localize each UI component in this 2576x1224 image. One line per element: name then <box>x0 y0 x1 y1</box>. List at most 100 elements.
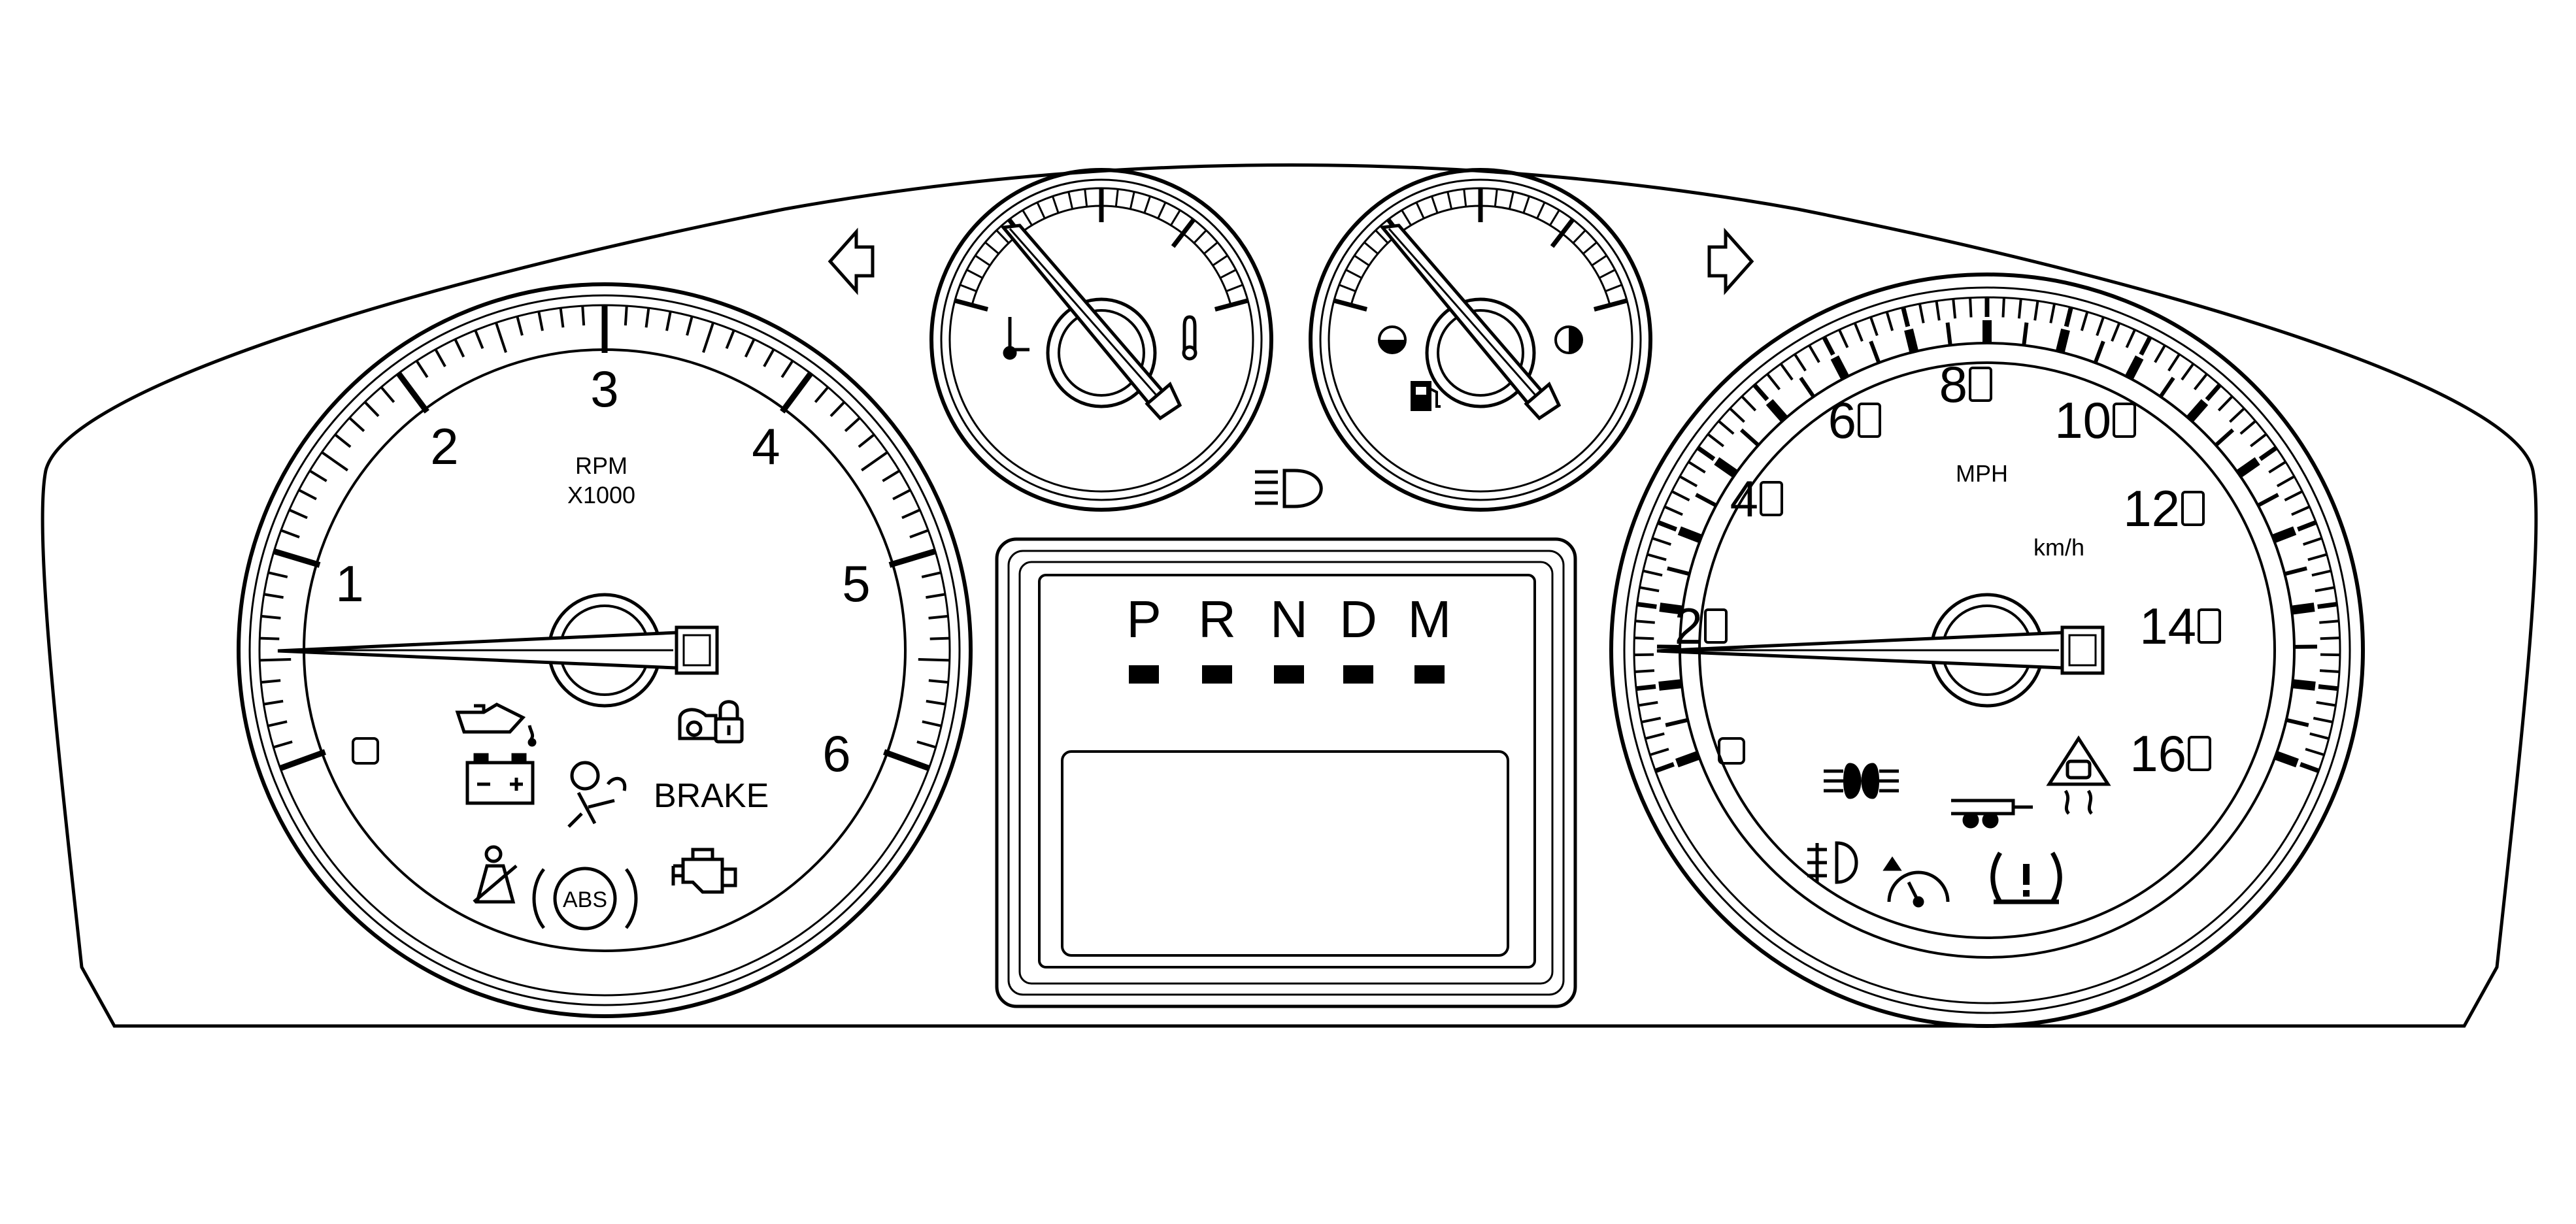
coolant-temp-gauge <box>929 168 1273 512</box>
speedo-kmh-tick <box>2318 684 2339 691</box>
temp-major-tick <box>1214 298 1249 312</box>
tach-minor-tick <box>261 614 281 620</box>
gear-r-bar <box>1202 665 1232 684</box>
tach-minor-tick <box>267 720 288 727</box>
temp-minor-tick <box>995 229 1010 244</box>
tach-minor-tick <box>725 329 735 350</box>
gear-p-bar <box>1129 665 1159 684</box>
speedo-kmh-tick <box>2315 586 2335 593</box>
fuel-minor-tick <box>1415 202 1425 219</box>
fog-lamp-icon <box>1824 763 1899 799</box>
speedo-kmh-tick <box>1794 354 1807 372</box>
speedo-kmh-tick <box>1696 446 1716 461</box>
speedo-kmh-tick <box>1741 395 1757 412</box>
speedo-kmh-tick <box>1901 306 1911 327</box>
fuel-minor-tick <box>1582 241 1597 255</box>
speedo-mph-tick <box>2214 428 2235 447</box>
temp-minor-tick <box>966 269 983 279</box>
speedo-ticks <box>1634 297 2340 773</box>
speedo-label-zero-digit <box>2188 736 2211 771</box>
tach-bezel-outer <box>237 282 973 1018</box>
fuel-gauge <box>1309 168 1652 512</box>
speedo-mph-tick <box>1665 718 1688 727</box>
fuel-minor-tick <box>1591 254 1607 267</box>
temp-hub-inner <box>1058 309 1145 397</box>
coolant-temp-hot-icon <box>1182 315 1197 361</box>
temp-major-tick <box>954 298 989 312</box>
speedo-kmh-tick <box>2284 490 2303 502</box>
speedo-label-zero-digit <box>1704 608 1728 644</box>
speedo-indicator-square <box>1718 737 1745 765</box>
speedo-kmh-tick <box>2229 407 2245 423</box>
tach-major-tick <box>273 548 321 568</box>
tach-minor-tick <box>434 348 446 367</box>
fuel-minor-tick <box>1599 269 1616 279</box>
oil-pressure-icon <box>455 703 537 747</box>
temp-minor-tick <box>1129 191 1135 210</box>
speedo-kmh-tick <box>1952 299 1957 319</box>
tach-major-tick <box>780 371 813 414</box>
speedo-kmh-tick <box>2258 446 2278 461</box>
fuel-minor-tick <box>1375 229 1389 244</box>
tach-minor-tick <box>922 720 942 727</box>
trailer-icon <box>1951 799 2033 829</box>
speedo-mph-tick <box>1658 679 1682 691</box>
tach-major-tick <box>279 749 326 771</box>
speedo-kmh-tick <box>2139 336 2152 356</box>
speedo-kmh-tick <box>2217 395 2233 412</box>
speedo-mph-tick <box>1869 340 1881 364</box>
fuel-minor-tick <box>1536 202 1546 219</box>
speedo-kmh-tick <box>2181 363 2195 381</box>
temp-minor-tick <box>960 284 977 293</box>
driver-information-center: P R N D M <box>995 537 1577 1008</box>
speedo-kmh-tick <box>2268 461 2286 474</box>
speedo-mph-tick <box>2093 340 2105 364</box>
tach-minor-tick <box>537 311 544 331</box>
tach-minor-tick <box>380 386 395 403</box>
speedo-mph-tick <box>2286 718 2309 727</box>
tach-minor-tick <box>744 339 756 358</box>
fuel-minor-tick <box>1363 241 1379 255</box>
tire-pressure-icon <box>1990 852 2062 904</box>
turn-right-arrow-icon <box>1707 227 1754 295</box>
tach-minor-tick <box>844 416 861 433</box>
speedo-mph-tick <box>2284 566 2307 576</box>
tach-minor-tick <box>259 637 280 640</box>
fuel-minor-tick <box>1522 195 1530 214</box>
speedo-mph-tick <box>2235 457 2260 478</box>
speedo-kmh-tick <box>2276 475 2295 488</box>
speedo-kmh-tick <box>2313 716 2333 723</box>
speedo-kmh-tick <box>1718 420 1735 435</box>
speedo-label-16: 16 <box>2130 725 2186 782</box>
temp-minor-tick <box>1212 254 1228 267</box>
speedo-label-zero-digit <box>1760 481 1783 516</box>
speedo-kmh-tick <box>2317 602 2337 609</box>
speedo-kmh-tick <box>2250 433 2267 448</box>
tach-minor-tick <box>909 529 929 538</box>
speedo-kmh-tick <box>2300 762 2320 773</box>
temp-minor-tick <box>1193 229 1207 244</box>
speedo-kmh-tick <box>2297 520 2317 532</box>
fuel-needle <box>1379 223 1562 421</box>
gear-d-bar <box>1343 665 1373 684</box>
tach-unit-x1000: X1000 <box>567 482 635 508</box>
temp-minor-tick <box>1052 195 1060 214</box>
speedo-kmh-tick <box>1664 505 1683 516</box>
message-display-screen <box>1061 750 1509 957</box>
speedo-mph-tick <box>2271 526 2297 544</box>
speedo-kmh-tick <box>2303 537 2322 546</box>
speedo-mph-tick <box>1695 493 1717 508</box>
speedo-mph-tick <box>1799 376 1816 398</box>
speedo-mph-tick <box>2022 322 2029 346</box>
tachometer: 1 2 3 4 5 6 RPM X1000 <box>237 282 973 1018</box>
tach-minor-tick <box>309 469 327 482</box>
tach-ticks <box>259 305 950 771</box>
speedo-kmh-tick <box>2205 383 2222 401</box>
center-bezel-outer <box>995 537 1577 1008</box>
speedo-kmh-tick <box>1679 475 1698 488</box>
speedo-mph-tick <box>1904 328 1919 354</box>
fuel-minor-tick <box>1572 229 1586 244</box>
tach-minor-tick <box>829 401 846 418</box>
temp-scale-arc <box>971 205 1232 306</box>
